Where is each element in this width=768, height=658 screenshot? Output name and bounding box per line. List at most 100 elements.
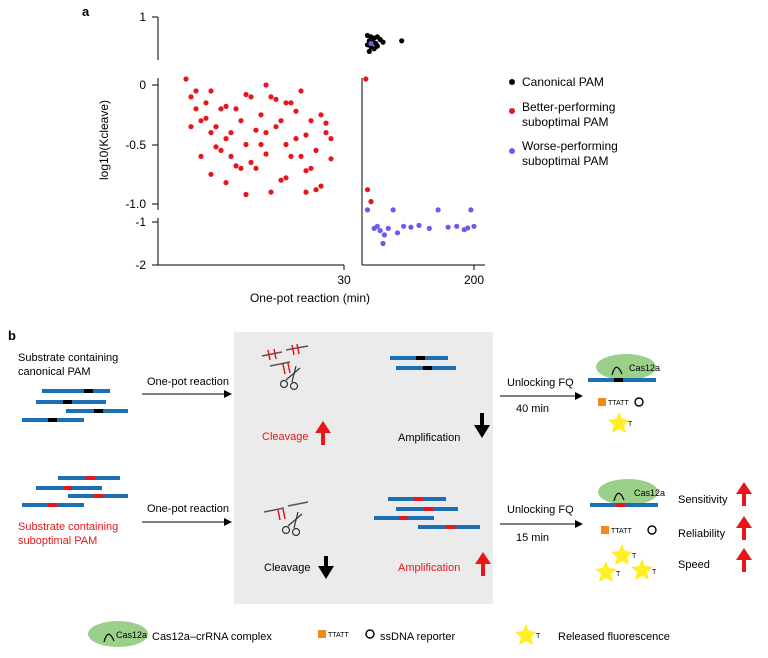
x-tick-label: 30 (337, 273, 351, 287)
scatter-point (366, 48, 372, 55)
reporter-fluorophore-icon (598, 398, 606, 406)
up-arrow-red (475, 552, 491, 576)
scatter-point (380, 39, 386, 45)
crrna-icon (613, 492, 625, 502)
pam-mark (614, 378, 623, 382)
legend-complex-text: Cas12a–crRNA complex (152, 631, 272, 643)
quencher-icon (365, 629, 375, 639)
scatter-point (471, 223, 477, 229)
scatter-point (381, 232, 387, 238)
down-arrow-black (318, 556, 334, 579)
scatter-point (363, 76, 369, 82)
scatter-point (368, 40, 374, 47)
scatter-point (313, 147, 319, 153)
cleaved-dna-icon (263, 501, 309, 521)
scatter-point (283, 141, 289, 148)
scatter-point (223, 136, 229, 142)
fluorescence-star-icon (608, 412, 630, 433)
scatter-point (258, 112, 264, 118)
legend-label: suboptimal PAM (522, 154, 608, 168)
metric-reliability: Reliability (678, 528, 726, 540)
legend-released-label: T (536, 633, 541, 640)
released-label: T (628, 421, 633, 428)
scatter-point (208, 88, 214, 94)
substrate-label-suboptimal: suboptimal PAM (18, 535, 97, 547)
legend-cas12a-complex-icon (88, 621, 148, 647)
arrowhead (575, 520, 583, 528)
reporter-fluorophore-icon (601, 526, 609, 534)
amplification-label-bottom: Amplification (398, 562, 460, 574)
fluorescence-star-icon (611, 544, 633, 565)
scatter-point (223, 103, 229, 109)
scatter-point (385, 225, 391, 231)
scatter-point (426, 225, 432, 231)
scatter-point (218, 106, 224, 112)
scatter-point (243, 191, 249, 198)
scatter-point (308, 165, 314, 171)
scatter-point (394, 230, 401, 236)
arrowhead (224, 390, 232, 398)
scatter-point (313, 187, 319, 193)
up-arrow-red (736, 548, 752, 572)
arrow-label-unlocking: Unlocking FQ (507, 377, 574, 389)
scatter-point (288, 153, 294, 159)
scatter-point (253, 127, 259, 133)
crrna-icon (103, 633, 115, 643)
released-label: T (616, 571, 621, 578)
arrow-time-label: 15 min (516, 532, 549, 544)
scatter-point (380, 240, 386, 247)
scatter-point (408, 224, 414, 230)
scatter-point (377, 228, 383, 234)
scatter-point (253, 165, 259, 171)
scatter-point (273, 96, 279, 102)
legend-reporter-label: TTATT (328, 632, 349, 639)
panel-a-letter: a (82, 4, 90, 19)
scatter-point (374, 43, 380, 49)
legend-reporter-text: ssDNA reporter (380, 631, 456, 643)
substrate-label-suboptimal: Substrate containing (18, 521, 118, 533)
legend-fluorescence-star-icon (515, 624, 537, 645)
scatter-point (303, 132, 309, 138)
panel-b-letter: b (8, 328, 16, 343)
scatter-point (223, 180, 229, 186)
reaction-box (234, 332, 493, 604)
scatter-point (298, 88, 304, 94)
cleavage-label-bottom: Cleavage (264, 562, 310, 574)
scatter-point (233, 106, 239, 112)
scatter-point (203, 115, 209, 121)
scatter-point (213, 144, 219, 150)
scatter-point (218, 147, 224, 153)
scatter-point (283, 175, 289, 181)
up-arrow-red (736, 482, 752, 506)
down-arrow-black (474, 413, 490, 438)
dna-strands-suboptimal (22, 476, 128, 507)
scatter-point (303, 189, 309, 195)
scatter-point (228, 130, 234, 136)
scatter-point (208, 130, 214, 136)
scatter-point (198, 118, 204, 124)
arrow-label-unlocking: Unlocking FQ (507, 504, 574, 516)
scatter-point (188, 124, 194, 130)
scatter-point (203, 100, 209, 106)
dna-strands-amplified-bottom (374, 497, 480, 529)
scatter-point (465, 225, 471, 231)
arrowhead (224, 518, 232, 526)
scissors-icon (279, 365, 301, 391)
scatter-point (368, 199, 374, 205)
cas12a-label: Cas12a (634, 488, 665, 498)
scatter-point (188, 94, 194, 100)
legend-label: suboptimal PAM (522, 115, 608, 129)
arrowhead (575, 392, 583, 400)
panel-a-legend: Canonical PAM Better-performing suboptim… (509, 75, 618, 168)
dna-strands-amplified-top (390, 356, 456, 370)
scatter-point (258, 141, 264, 148)
scatter-point (454, 223, 460, 229)
y-tick-label: 0 (139, 78, 146, 92)
y-tick-label: -2 (135, 258, 146, 272)
substrate-label-canonical: canonical PAM (18, 366, 91, 378)
up-arrow-red (315, 421, 331, 445)
scatter-point (328, 156, 334, 162)
scatter-point (364, 207, 371, 213)
scatter-point (268, 189, 274, 195)
scatter-point (283, 100, 289, 106)
